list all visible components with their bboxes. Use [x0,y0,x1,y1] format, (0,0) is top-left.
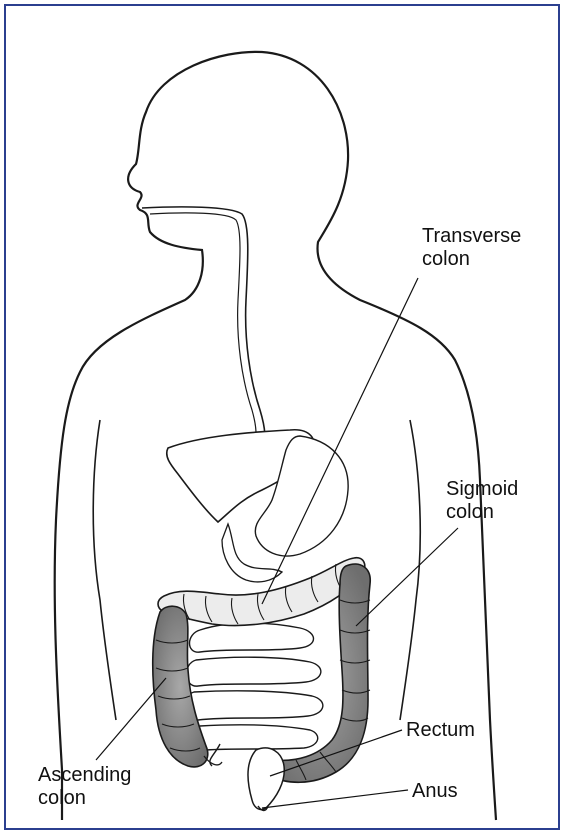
leader-anus [262,790,408,808]
small-intestine [185,606,323,766]
leader-sigmoid-colon [356,528,458,626]
label-rectum: Rectum [406,719,475,742]
label-ascending-colon: Ascending colon [38,764,131,810]
label-transverse-colon: Transverse colon [422,225,521,271]
rectum [248,748,284,810]
left-arm-crease [93,420,116,720]
right-arm-crease [400,420,420,720]
label-anus: Anus [412,780,458,803]
esophagus [142,207,265,448]
esophagus-inner [150,213,256,446]
leader-ascending-colon [96,678,166,760]
label-sigmoid-colon: Sigmoid colon [446,478,518,524]
